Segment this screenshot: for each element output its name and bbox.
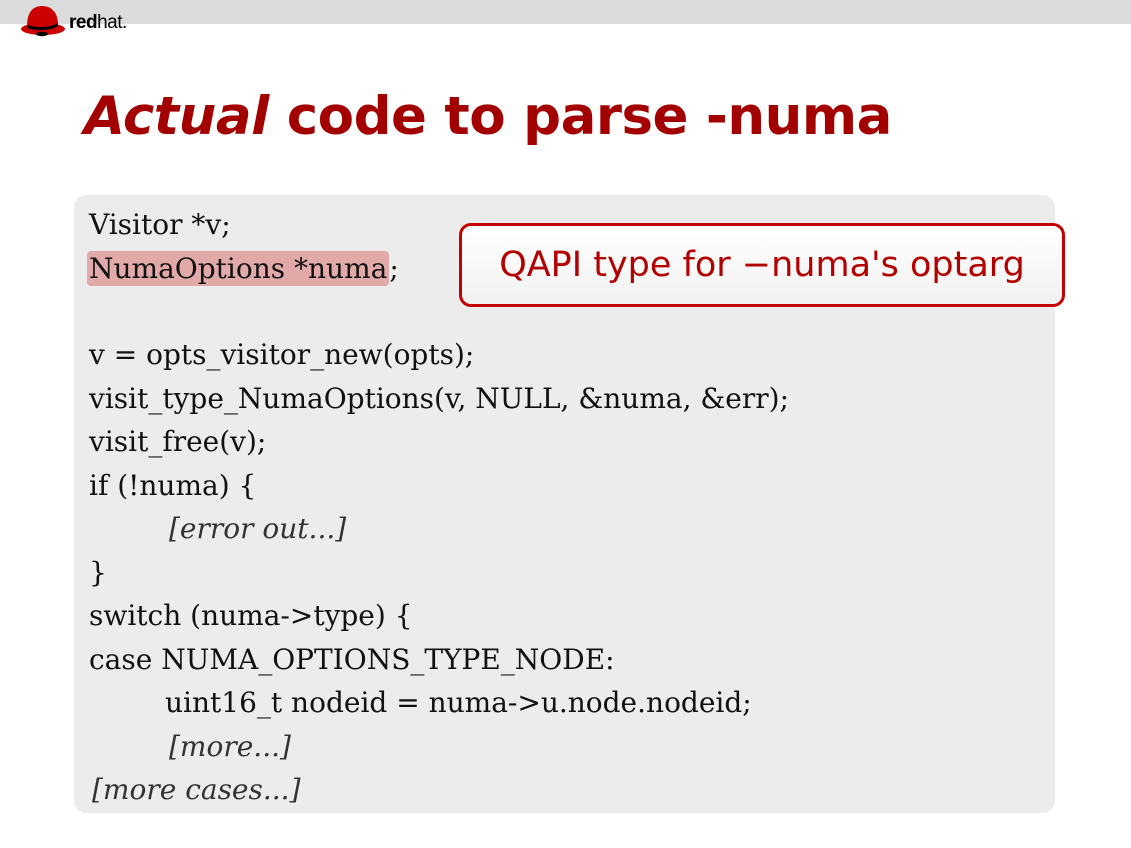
code-line: [more...] bbox=[169, 727, 291, 767]
code-line: uint16_t nodeid = numa->u.node.nodeid; bbox=[165, 686, 752, 719]
redhat-hat-icon bbox=[21, 6, 65, 37]
code-line: case NUMA_OPTIONS_TYPE_NODE: bbox=[89, 643, 615, 676]
brand-wordmark: redhat. bbox=[69, 12, 127, 34]
code-line: [error out...] bbox=[169, 509, 346, 549]
code-placeholder: [error out...] bbox=[169, 512, 347, 545]
code-line: if (!numa) { bbox=[89, 469, 257, 502]
code-placeholder: [more...] bbox=[169, 730, 291, 763]
code-highlight: NumaOptions *numa bbox=[87, 251, 390, 286]
code-line: [more cases...] bbox=[92, 770, 301, 810]
redhat-logo: redhat. bbox=[18, 2, 127, 38]
code-line-tail: ; bbox=[389, 252, 399, 285]
code-line: switch (numa->type) { bbox=[89, 599, 413, 632]
callout-box: QAPI type for −numa's optarg bbox=[459, 223, 1065, 307]
header-bar bbox=[0, 0, 1131, 24]
code-line: Visitor *v; bbox=[89, 208, 231, 241]
title-rest: code to parse -numa bbox=[268, 86, 893, 147]
callout-text: QAPI type for −numa's optarg bbox=[499, 245, 1025, 285]
code-line: visit_type_NumaOptions(v, NULL, &numa, &… bbox=[89, 382, 789, 415]
code-line: NumaOptions *numa; bbox=[87, 249, 399, 289]
code-line: } bbox=[89, 556, 107, 589]
code-placeholder: [more cases...] bbox=[92, 773, 301, 806]
slide-title: Actual code to parse -numa bbox=[84, 86, 892, 147]
brand-wordmark-light: hat. bbox=[97, 12, 127, 33]
code-line: v = opts_visitor_new(opts); bbox=[89, 338, 475, 371]
brand-wordmark-bold: red bbox=[69, 12, 98, 33]
title-emphasis: Actual bbox=[84, 86, 269, 147]
code-line: visit_free(v); bbox=[89, 425, 267, 458]
